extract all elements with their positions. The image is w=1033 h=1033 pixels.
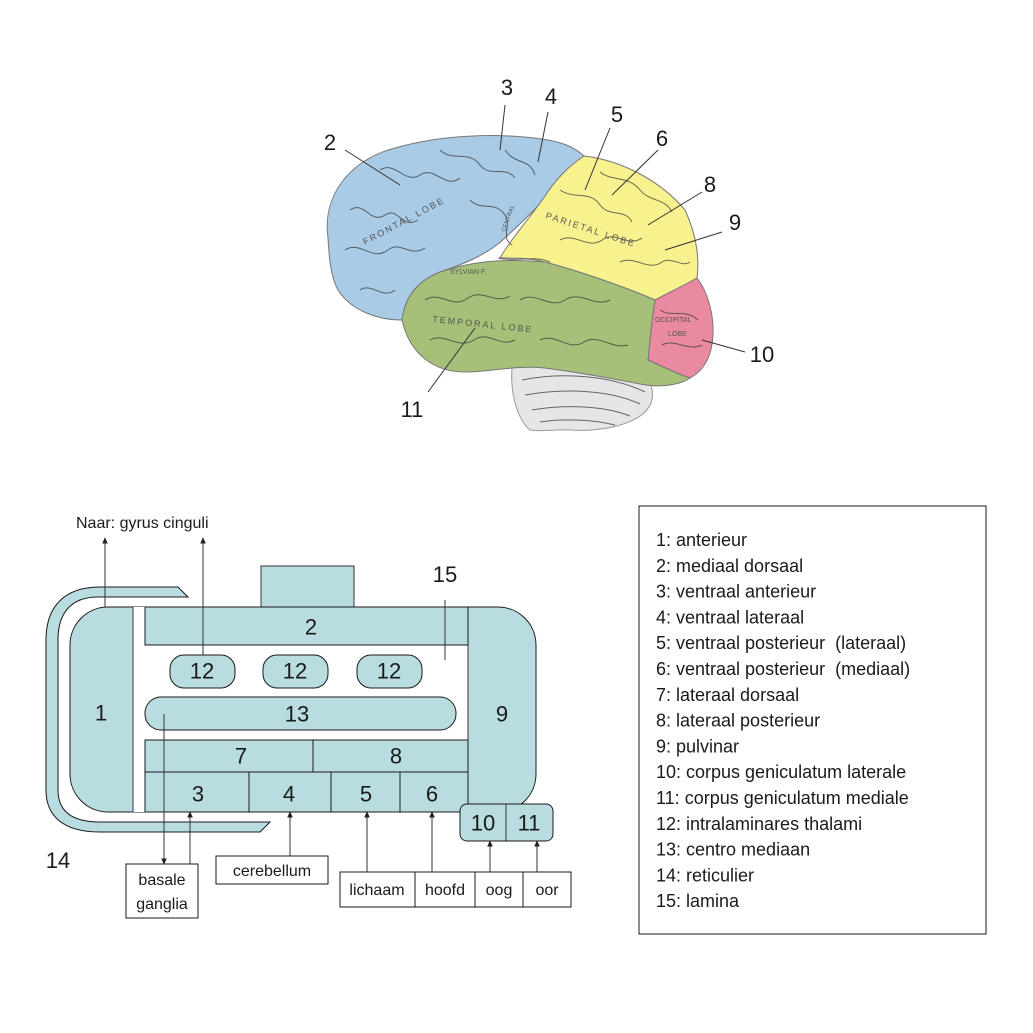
legend-item: 9: pulvinar: [656, 736, 739, 756]
nucleus-6-ventraal-posterieur-mediaal: [399, 771, 469, 813]
target-oog: [474, 871, 524, 908]
legend-item: 13: centro mediaan: [656, 840, 810, 860]
brain-label-5: 5: [611, 102, 623, 127]
lamina-15-label: 15: [433, 562, 457, 587]
legend-item: 2: mediaal dorsaal: [656, 556, 803, 576]
nucleus-12c-label: 12: [377, 659, 401, 684]
nucleus-11-label: 11: [518, 811, 541, 836]
target-hoofd-label: hoofd: [425, 882, 465, 899]
legend-item: 15: lamina: [656, 891, 740, 911]
brain-label-11: 11: [401, 397, 424, 422]
nucleus-13-label: 13: [285, 702, 309, 727]
brain-label-10: 10: [750, 342, 774, 367]
target-hoofd: [414, 871, 476, 908]
legend-item: 1: anterieur: [656, 530, 747, 550]
nucleus-13-centro-mediaan: [144, 696, 457, 731]
target-lichaam: [339, 871, 416, 908]
gyrus-cinguli-label: Naar: gyrus cinguli: [76, 515, 209, 532]
target-cerebellum: [215, 855, 329, 885]
target-oor: [522, 871, 572, 908]
nucleus-7-label: 7: [235, 744, 247, 769]
nucleus-12-c: [356, 654, 423, 689]
nucleus-10-label: 10: [471, 811, 495, 836]
nucleus-3-label: 3: [192, 782, 204, 807]
thalamus-diagram: 1 2 12 12 12 13 7 8 3 4 5 6 9 10 11 14 1…: [45, 515, 572, 919]
target-lichaam-label: lichaam: [349, 882, 404, 899]
occipital-lobe-label-2: LOBE: [668, 331, 687, 338]
legend-item: 3: ventraal anterieur: [656, 582, 816, 602]
sylvian-fissure-label: SYLVIAN F.: [450, 269, 486, 276]
legend-item: 6: ventraal posterieur (mediaal): [656, 659, 910, 679]
frontal-lobe: [326, 135, 585, 321]
nucleus-14-reticulier: [45, 586, 272, 833]
occipital-lobe-label-1: OCCIPITAL: [655, 317, 692, 324]
brain-illustration: FRONTAL LOBE PARIETAL LOBE TEMPORAL LOBE…: [324, 75, 774, 432]
legend: 1: anterieur 2: mediaal dorsaal 3: ventraa…: [638, 505, 987, 935]
nucleus-12b-label: 12: [283, 659, 307, 684]
brain-label-8: 8: [704, 172, 716, 197]
brain-label-4: 4: [545, 84, 557, 109]
target-cerebellum-label: cerebellum: [233, 863, 311, 880]
nucleus-2-label: 2: [305, 615, 317, 640]
legend-item: 4: ventraal lateraal: [656, 607, 804, 627]
nucleus-1-label: 1: [95, 701, 107, 726]
legend-item: 14: reticulier: [656, 865, 754, 885]
brain-label-6: 6: [656, 126, 668, 151]
nucleus-8-lateraal-posterieur: [312, 739, 469, 773]
nucleus-5-ventraal-posterieur-lateraal: [330, 771, 401, 813]
legend-item: 11: corpus geniculatum mediale: [656, 788, 909, 808]
legend-item: 8: lateraal posterieur: [656, 711, 820, 731]
target-oog-label: oog: [486, 882, 513, 899]
nucleus-7-lateraal-dorsaal: [144, 739, 314, 773]
nucleus-2-mediaal-dorsaal: [144, 606, 469, 646]
nucleus-6-label: 6: [426, 782, 438, 807]
brain-label-3: 3: [501, 75, 513, 100]
legend-item: 12: intralaminares thalami: [656, 814, 862, 834]
target-oor-label: oor: [535, 882, 559, 899]
target-basale-label-1: basale: [138, 872, 185, 889]
nucleus-4-label: 4: [283, 782, 295, 807]
legend-item: 7: lateraal dorsaal: [656, 685, 799, 705]
nucleus-12a-label: 12: [190, 659, 214, 684]
nucleus-8-label: 8: [390, 744, 402, 769]
legend-box: [638, 505, 987, 935]
target-basale-label-2: ganglia: [136, 896, 188, 913]
brain-label-9: 9: [729, 210, 741, 235]
legend-item: 10: corpus geniculatum laterale: [656, 762, 906, 782]
nucleus-12-b: [262, 654, 329, 689]
nucleus-4-ventraal-lateraal: [248, 771, 332, 813]
legend-item: 5: ventraal posterieur (lateraal): [656, 633, 906, 653]
nucleus-3-ventraal-anterieur: [144, 771, 250, 813]
target-basale-ganglia: [125, 863, 199, 919]
nucleus-14-label: 14: [46, 848, 70, 873]
nucleus-5-label: 5: [360, 782, 372, 807]
nucleus-9-label: 9: [496, 702, 508, 727]
brain-label-2: 2: [324, 130, 336, 155]
temporal-lobe: [401, 259, 692, 387]
